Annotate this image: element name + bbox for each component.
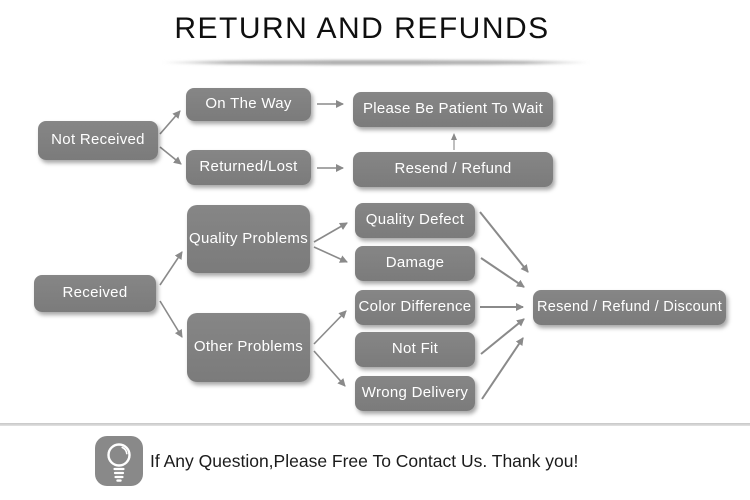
flow-node-wrong-delivery: Wrong Delivery — [355, 376, 475, 411]
flow-node-resend-refund: Resend / Refund — [353, 152, 553, 187]
arrow-quality-problems-to-damage — [313, 246, 348, 263]
contact-message: If Any Question,Please Free To Contact U… — [150, 450, 579, 471]
lightbulb-icon — [95, 436, 143, 486]
flow-node-not-fit: Not Fit — [355, 332, 475, 367]
flow-node-please-be-patient: Please Be Patient To Wait — [353, 92, 553, 127]
flow-node-returned-lost: Returned/Lost — [186, 150, 311, 185]
lightbulb-glyph — [107, 443, 131, 482]
arrow-wrong-delivery-to-discount — [481, 337, 524, 400]
flow-node-damage: Damage — [355, 246, 475, 281]
flow-node-not-received: Not Received — [38, 121, 158, 160]
flow-node-other-problems: Other Problems — [187, 313, 310, 382]
arrow-quality-problems-to-quality-defect — [313, 222, 348, 243]
arrow-other-problems-to-color-difference — [313, 310, 347, 345]
footer-divider — [0, 423, 750, 426]
arrow-damage-to-discount — [480, 257, 525, 288]
flow-node-on-the-way: On The Way — [186, 88, 311, 121]
title-underline — [160, 60, 592, 65]
flow-node-quality-problems: Quality Problems — [187, 205, 310, 273]
flow-node-resend-refund-discount: Resend / Refund / Discount — [533, 290, 726, 325]
arrow-not-fit-to-discount — [480, 318, 525, 355]
arrow-other-problems-to-wrong-delivery — [313, 350, 346, 387]
arrow-received-to-other-problems — [159, 300, 183, 338]
flow-node-color-difference: Color Difference — [355, 290, 475, 325]
flow-node-received: Received — [34, 275, 156, 312]
arrow-not-received-to-returned-lost — [159, 146, 182, 165]
arrow-not-received-to-on-the-way — [159, 110, 181, 135]
flow-node-quality-defect: Quality Defect — [355, 203, 475, 238]
arrow-received-to-quality-problems — [159, 251, 183, 286]
arrow-quality-defect-to-discount — [479, 211, 529, 273]
page-title: RETURN AND REFUNDS — [174, 12, 550, 45]
